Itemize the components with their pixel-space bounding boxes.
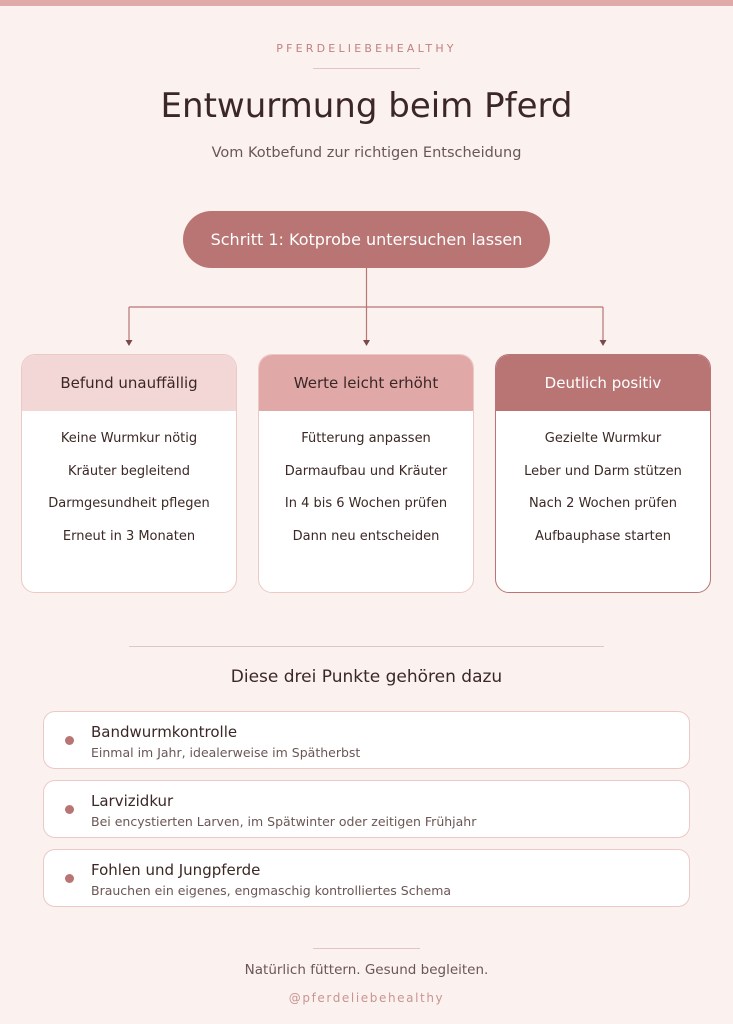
point-title: Bandwurmkontrolle (91, 723, 238, 741)
card-header: Werte leicht erhöht (259, 355, 473, 411)
point-description: Einmal im Jahr, idealerweise im Spätherb… (91, 745, 361, 760)
page-title: Entwurmung beim Pferd (160, 86, 573, 126)
top-accent-bar (0, 0, 733, 6)
card-title: Werte leicht erhöht (293, 374, 439, 392)
footer-handle: @pferdeliebehealthy (288, 991, 445, 1005)
footer-divider (313, 948, 420, 949)
card-item: Erneut in 3 Monaten (62, 528, 196, 544)
section-title: Diese drei Punkte gehören dazu (230, 667, 503, 687)
arrow-left-icon (125, 340, 133, 346)
card-title: Deutlich positiv (544, 374, 662, 392)
card-befund-unauffaellig: Befund unauffällig Keine Wurmkur nötig K… (21, 354, 237, 593)
step-1-pill: Schritt 1: Kotprobe untersuchen lassen (183, 211, 550, 268)
bullet-dot-icon (65, 874, 74, 883)
point-larvizidkur: Larvizidkur Bei encystierten Larven, im … (43, 780, 690, 838)
card-items: Fütterung anpassen Darmaufbau und Kräute… (259, 411, 473, 553)
arrow-center-icon (363, 340, 370, 346)
card-items: Gezielte Wurmkur Leber und Darm stützen … (496, 411, 710, 553)
flow-connectors (125, 268, 607, 346)
card-deutlich-positiv: Deutlich positiv Gezielte Wurmkur Leber … (495, 354, 711, 593)
page-subtitle: Vom Kotbefund zur richtigen Entscheidung (211, 145, 522, 161)
point-bandwurmkontrolle: Bandwurmkontrolle Einmal im Jahr, ideale… (43, 711, 690, 769)
point-title: Fohlen und Jungpferde (91, 861, 261, 879)
card-item: Leber und Darm stützen (524, 463, 682, 479)
arrow-right-icon (599, 340, 607, 346)
card-item: Aufbauphase starten (534, 528, 672, 544)
card-item: Dann neu entscheiden (292, 528, 440, 544)
step-1-label: Schritt 1: Kotprobe untersuchen lassen (210, 230, 523, 249)
card-title: Befund unauffällig (60, 374, 198, 392)
bullet-dot-icon (65, 736, 74, 745)
card-header: Deutlich positiv (496, 355, 710, 411)
bullet-dot-icon (65, 805, 74, 814)
card-item: Darmaufbau und Kräuter (284, 463, 448, 479)
card-item: Nach 2 Wochen prüfen (528, 496, 678, 511)
card-werte-leicht-erhoeht: Werte leicht erhöht Fütterung anpassen D… (258, 354, 474, 593)
card-item: Fütterung anpassen (301, 431, 431, 446)
point-title: Larvizidkur (91, 792, 174, 810)
card-item: In 4 bis 6 Wochen prüfen (284, 496, 448, 511)
footer-tagline: Natürlich füttern. Gesund begleiten. (244, 962, 489, 978)
point-fohlen-jungpferde: Fohlen und Jungpferde Brauchen ein eigen… (43, 849, 690, 907)
card-item: Gezielte Wurmkur (544, 431, 662, 446)
point-description: Brauchen ein eigenes, engmaschig kontrol… (91, 883, 452, 898)
card-items: Keine Wurmkur nötig Kräuter begleitend D… (22, 411, 236, 553)
card-header: Befund unauffällig (22, 355, 236, 411)
divider (313, 68, 420, 69)
section-divider (129, 646, 604, 647)
brand-name: PFERDELIEBEHEALTHY (276, 42, 457, 55)
card-item: Darmgesundheit pflegen (48, 496, 210, 511)
point-description: Bei encystierten Larven, im Spätwinter o… (91, 814, 477, 829)
card-item: Kräuter begleitend (68, 463, 190, 479)
card-item: Keine Wurmkur nötig (60, 431, 198, 446)
